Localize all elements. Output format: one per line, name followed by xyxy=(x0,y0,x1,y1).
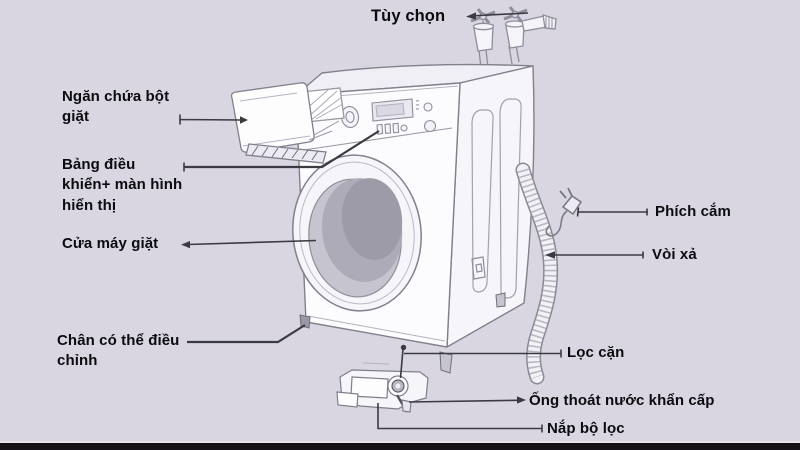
leader-ngan-chua-bot-giat xyxy=(179,114,248,125)
drain-hose-drawing xyxy=(515,162,559,385)
label-loc-can: Lọc cặn xyxy=(567,344,625,361)
sediment-filter-knob-drawing xyxy=(387,375,409,397)
label-voi-xa: Vòi xả xyxy=(652,246,697,263)
label-ong-thoat-nuoc: Ống thoát nước khẩn cấp xyxy=(529,392,715,409)
leader-voi-xa xyxy=(545,251,644,259)
label-phich-cam: Phích cắm xyxy=(655,203,731,220)
door-drawing xyxy=(292,154,422,312)
label-cua-may-giat: Cửa máy giặt xyxy=(62,235,159,252)
leader-lines xyxy=(179,12,648,433)
water-taps-icon xyxy=(470,6,557,69)
emergency-drain-tube-drawing xyxy=(395,394,412,413)
footer-bar xyxy=(0,441,800,450)
filter-cover-drawing xyxy=(336,376,389,408)
leader-cua-may-giat xyxy=(181,239,317,249)
label-tuy-chon: Tùy chọn xyxy=(371,7,446,25)
label-nap-bo-loc: Nắp bộ lọc xyxy=(547,420,625,437)
filter-assembly-drawing xyxy=(336,362,429,413)
leader-bang-dieu-khien xyxy=(183,130,380,172)
leader-ong-thoat-nuoc xyxy=(408,396,526,404)
adjustable-feet-drawing xyxy=(299,292,506,374)
leader-chan-dieu-chinh xyxy=(187,324,306,344)
label-chan-dieu-chinh: Chân có thể điều chỉnh xyxy=(57,332,180,370)
label-ngan-chua-bot-giat: Ngăn chứa bột giặt xyxy=(62,88,170,126)
power-plug-drawing xyxy=(545,187,583,237)
leader-loc-can xyxy=(399,344,562,379)
detergent-drawer-drawing xyxy=(230,82,345,164)
leader-phich-cam xyxy=(576,207,648,217)
leader-nap-bo-loc xyxy=(377,403,543,433)
leader-tuy-chon xyxy=(466,12,529,20)
label-bang-dieu-khien: Bảng điều khiển+ màn hình hiển thị xyxy=(62,156,183,214)
